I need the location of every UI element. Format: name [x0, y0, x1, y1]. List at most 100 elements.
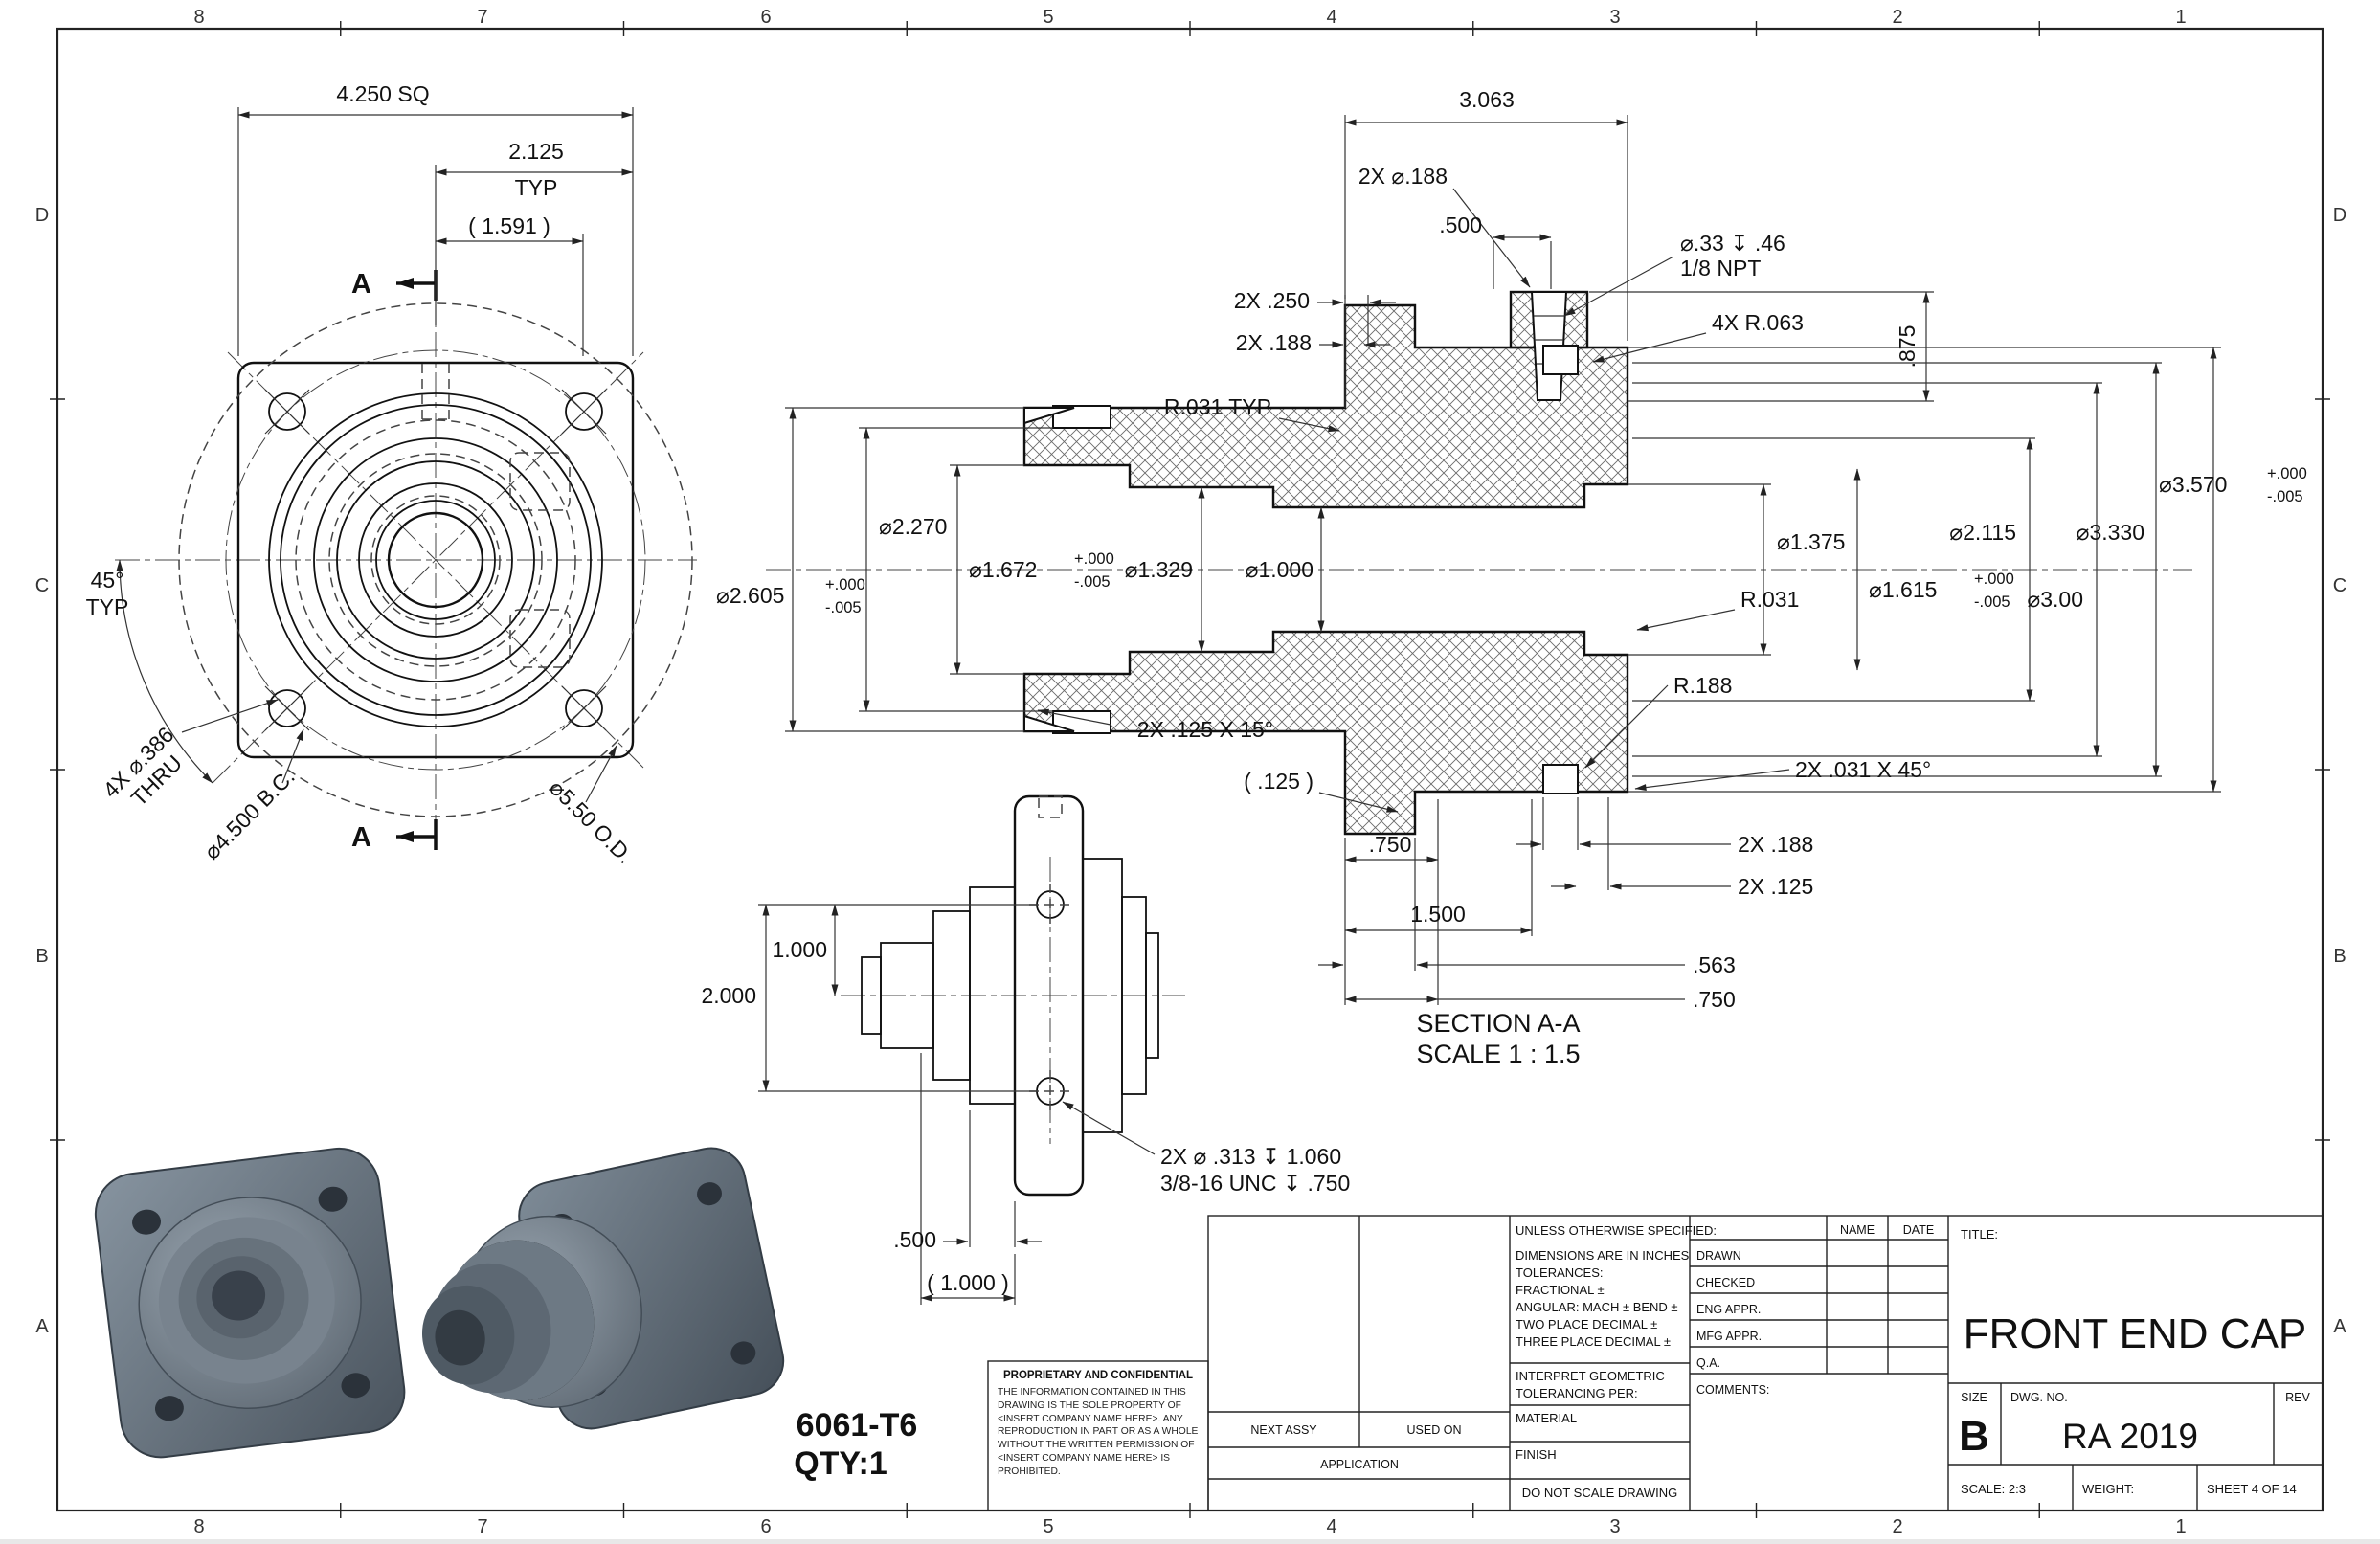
scale-value: SCALE: 2:3	[1961, 1482, 2026, 1496]
dim-dia-2605-tol-plus: +.000	[825, 576, 865, 593]
date-header: DATE	[1903, 1223, 1934, 1237]
dim-500-top: .500	[1439, 213, 1482, 237]
dim-ref-125: ( .125 )	[1244, 769, 1313, 794]
dim-45deg-typ: TYP	[86, 594, 129, 619]
bolt-holes	[264, 389, 607, 731]
zone-row-left-d: D	[35, 205, 49, 226]
size-value: B	[1959, 1413, 1989, 1460]
tolerancing-per: TOLERANCING PER:	[1516, 1386, 1638, 1400]
zone-row-left-b: B	[35, 946, 48, 967]
dim-r188: R.188	[1673, 673, 1732, 698]
sheet-value: SHEET 4 OF 14	[2207, 1482, 2297, 1496]
dim-chamfer-45: 2X .031 X 45°	[1795, 757, 1931, 782]
rev-label: REV	[2285, 1391, 2310, 1404]
dim-45deg: 45°	[91, 568, 124, 593]
dims-in-inches: DIMENSIONS ARE IN INCHES	[1516, 1248, 1690, 1263]
proprietary-body: THE INFORMATION CONTAINED IN THIS DRAWIN…	[998, 1387, 1199, 1477]
title-label: TITLE:	[1961, 1227, 1998, 1242]
tolerances-label: TOLERANCES:	[1516, 1265, 1604, 1280]
section-dim-lines-top	[1344, 115, 1934, 402]
dim-dia-2270: ⌀2.270	[879, 514, 947, 539]
unless-otherwise: UNLESS OTHERWISE SPECIFIED:	[1516, 1223, 1717, 1238]
callout-npt-line2: 1/8 NPT	[1680, 256, 1761, 280]
angular-tol: ANGULAR: MACH ± BEND ±	[1516, 1300, 1678, 1314]
zone-col-bot-3: 3	[1609, 1516, 1620, 1537]
approval-row-eng: ENG APPR.	[1696, 1303, 1761, 1316]
size-label: SIZE	[1961, 1391, 1987, 1404]
callout-tap-line2: 3/8-16 UNC ↧ .750	[1160, 1171, 1350, 1196]
zone-col-top-1: 1	[2175, 7, 2186, 28]
drawing-title: FRONT END CAP	[1964, 1310, 2307, 1357]
section-label-bottom: A	[351, 822, 371, 853]
dim-2125: 2.125	[508, 139, 564, 164]
dim-1591-ref: ( 1.591 )	[468, 213, 550, 238]
material-value: 6061-T6	[797, 1407, 918, 1443]
approval-row-mfg: MFG APPR.	[1696, 1330, 1762, 1343]
dim-dia-2115: ⌀2.115	[1949, 520, 2016, 545]
zone-col-bot-8: 8	[193, 1516, 204, 1537]
approval-row-checked: CHECKED	[1696, 1276, 1755, 1289]
hidden-features	[421, 364, 571, 668]
dim-dia-1615: ⌀1.615	[1869, 577, 1937, 602]
dim-500-side: .500	[893, 1227, 936, 1252]
dim-563: .563	[1693, 952, 1736, 977]
material-note: 6061-T6 QTY:1	[794, 1407, 917, 1482]
finish-label: FINISH	[1516, 1447, 1557, 1462]
dwg-no-value: RA 2019	[2062, 1417, 2198, 1456]
approval-row-qa: Q.A.	[1696, 1356, 1720, 1370]
dim-2000-side: 2.000	[701, 983, 756, 1008]
proprietary-title: PROPRIETARY AND CONFIDENTIAL	[1003, 1370, 1193, 1381]
zone-row-right-d: D	[2333, 205, 2346, 226]
qty-value: QTY:1	[794, 1445, 887, 1482]
name-header: NAME	[1840, 1223, 1875, 1237]
dim-r031-typ: R.031 TYP	[1164, 394, 1271, 419]
dim-dia-1000: ⌀1.000	[1246, 557, 1313, 582]
weight-value: WEIGHT:	[2082, 1482, 2134, 1496]
dim-750-right: .750	[1693, 987, 1736, 1012]
dim-dia-2605: ⌀2.605	[716, 583, 784, 608]
iso-view-front	[421, 1147, 785, 1430]
zone-col-top-7: 7	[477, 7, 487, 28]
side-view: 1.000 2.000 2X ⌀ .313 ↧ 1.060 3/8-16 UNC…	[701, 794, 1350, 1305]
dim-chamfer-15: 2X .125 X 15°	[1137, 717, 1273, 742]
zone-col-bot-7: 7	[477, 1516, 487, 1537]
zone-col-bot-4: 4	[1326, 1516, 1336, 1537]
section-scale: SCALE 1 : 1.5	[1416, 1040, 1580, 1068]
section-dim-lines-left	[785, 295, 1399, 813]
zone-col-bot-5: 5	[1043, 1516, 1053, 1537]
fractional-tol: FRACTIONAL ±	[1516, 1283, 1605, 1297]
dim-dia-1329: ⌀1.329	[1125, 557, 1193, 582]
dim-2x-188-bottom: 2X .188	[1738, 832, 1813, 857]
dim-1000-side: 1.000	[772, 937, 827, 962]
dim-4250-sq: 4.250 SQ	[336, 81, 429, 106]
zone-row-right-b: B	[2333, 946, 2346, 967]
zone-col-top-2: 2	[1892, 7, 1902, 28]
zone-col-top-3: 3	[1609, 7, 1620, 28]
dim-dia-3570: ⌀3.570	[2159, 472, 2227, 497]
dim-dia-2605-tol-minus: -.005	[825, 599, 862, 616]
dim-2125-typ: TYP	[515, 175, 558, 200]
zone-row-left-a: A	[35, 1316, 49, 1337]
zone-col-top-6: 6	[760, 7, 771, 28]
zone-row-left-c: C	[35, 575, 49, 596]
zone-col-bot-2: 2	[1892, 1516, 1902, 1537]
zone-col-top-5: 5	[1043, 7, 1053, 28]
dim-1000-ref-side: ( 1.000 )	[927, 1270, 1009, 1295]
zone-col-top-8: 8	[193, 7, 204, 28]
dim-dia-1375: ⌀1.375	[1777, 529, 1845, 554]
dwg-no-label: DWG. NO.	[2010, 1391, 2068, 1404]
used-on-label: USED ON	[1407, 1423, 1462, 1437]
application-label: APPLICATION	[1320, 1458, 1399, 1471]
dim-2x-188-left: 2X .188	[1236, 330, 1312, 355]
dim-2x-188-top: 2X ⌀.188	[1358, 164, 1448, 189]
section-label-top: A	[351, 269, 371, 300]
do-not-scale: DO NOT SCALE DRAWING	[1522, 1486, 1678, 1500]
zone-col-bot-6: 6	[760, 1516, 771, 1537]
callout-npt-line1: ⌀.33 ↧ .46	[1680, 231, 1785, 256]
three-place-tol: THREE PLACE DECIMAL ±	[1516, 1334, 1671, 1349]
dim-r031: R.031	[1740, 587, 1799, 612]
dim-875: .875	[1895, 325, 1920, 369]
side-view-dimension-lines	[758, 904, 1156, 1305]
